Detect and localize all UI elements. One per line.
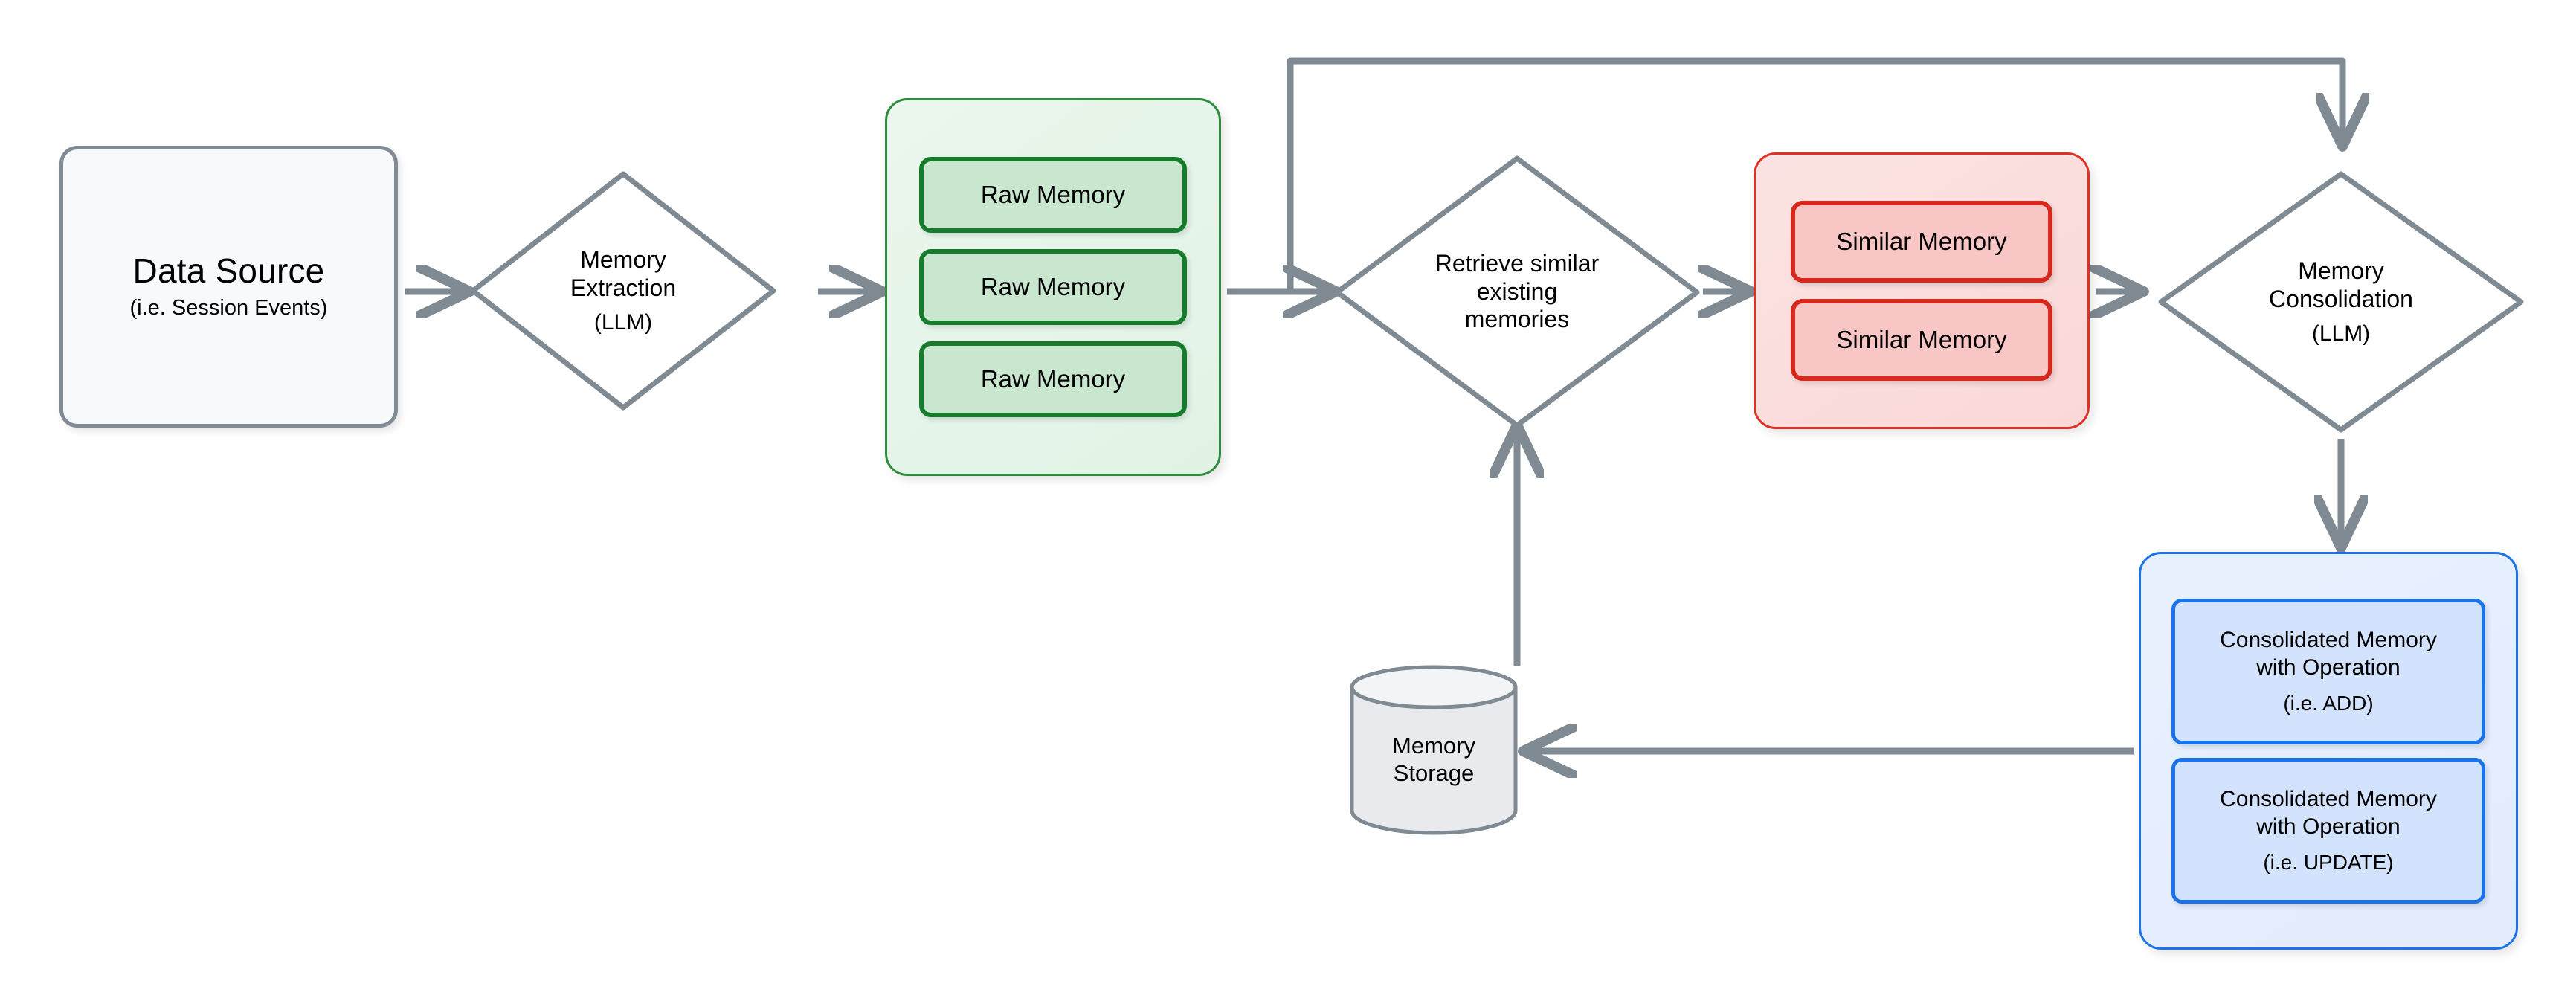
diamond-shape (2155, 168, 2527, 436)
node-retrieve-similar[interactable]: Retrieve similar existing memories (1331, 152, 1703, 431)
cylinder-shape (1350, 665, 1518, 835)
chip-consolidated-add-subtitle: (i.e. ADD) (2283, 692, 2374, 715)
chip-consolidated-memory-update[interactable]: Consolidated Memory with Operation (i.e.… (2171, 757, 2485, 904)
chip-raw-memory-1-label: Raw Memory (980, 181, 1126, 208)
chip-raw-memory-2-label: Raw Memory (980, 273, 1126, 300)
chip-consolidated-memory-add[interactable]: Consolidated Memory with Operation (i.e.… (2171, 598, 2485, 744)
chip-raw-memory-3-label: Raw Memory (980, 365, 1126, 393)
node-memory-extraction[interactable]: Memory Extraction (LLM) (467, 168, 779, 413)
node-data-source[interactable]: Data Source (i.e. Session Events) (59, 146, 398, 428)
chip-similar-memory-2-label: Similar Memory (1836, 326, 2007, 353)
chip-consolidated-update-title: Consolidated Memory (2220, 786, 2437, 811)
chip-consolidated-update-title2: with Operation (2256, 814, 2400, 839)
group-similar-memory: Similar Memory Similar Memory (1754, 152, 2090, 429)
chip-consolidated-add-title2: with Operation (2256, 654, 2400, 680)
data-source-title: Data Source (132, 251, 325, 290)
chip-similar-memory-1[interactable]: Similar Memory (1791, 201, 2052, 283)
diamond-shape (467, 168, 779, 413)
chip-similar-memory-1-label: Similar Memory (1836, 228, 2007, 255)
diamond-shape (1331, 152, 1703, 431)
node-memory-consolidation[interactable]: Memory Consolidation (LLM) (2155, 168, 2527, 436)
group-raw-memory: Raw Memory Raw Memory Raw Memory (885, 98, 1221, 476)
group-consolidated-memory: Consolidated Memory with Operation (i.e.… (2139, 552, 2518, 950)
chip-similar-memory-2[interactable]: Similar Memory (1791, 299, 2052, 381)
chip-consolidated-update-subtitle: (i.e. UPDATE) (2263, 851, 2394, 875)
chip-raw-memory-2[interactable]: Raw Memory (919, 249, 1187, 325)
chip-consolidated-add-title: Consolidated Memory (2220, 627, 2437, 652)
data-source-subtitle: (i.e. Session Events) (129, 296, 328, 321)
chip-raw-memory-3[interactable]: Raw Memory (919, 341, 1187, 417)
chip-raw-memory-1[interactable]: Raw Memory (919, 157, 1187, 233)
node-memory-storage[interactable]: Memory Storage (1349, 665, 1519, 835)
